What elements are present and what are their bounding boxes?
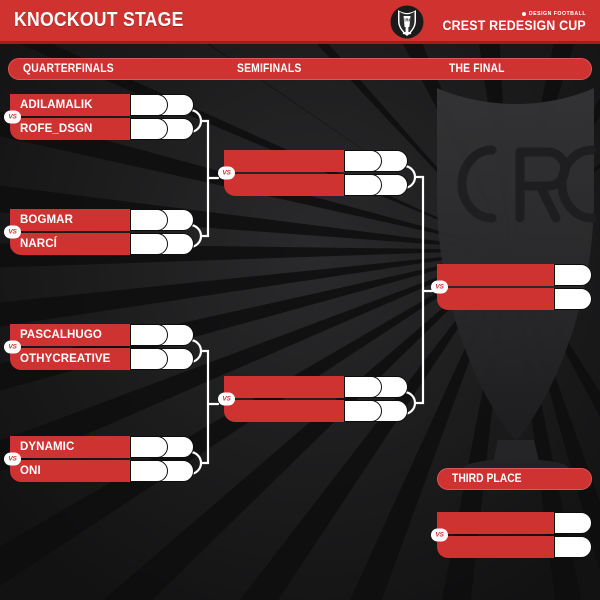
match-row-bottom: NARCÍ [10, 233, 205, 255]
vs-badge: VS [4, 110, 21, 124]
logo-title: CREST REDESIGN CUP [442, 18, 586, 33]
vs-badge: VS [4, 340, 21, 354]
match-row-bottom: ROFE_DSGN [10, 118, 205, 140]
logo-subtitle: DESIGN FOOTBALL [521, 11, 586, 17]
score-box-1[interactable] [130, 118, 168, 140]
match-row-bottom [224, 400, 419, 422]
score-box-1[interactable] [344, 376, 382, 398]
tournament-logo: CRC DESIGN FOOTBALL CREST REDESIGN CUP [390, 2, 586, 42]
round-label-final: THE FINAL [449, 63, 505, 75]
team-name: DYNAMIC [10, 436, 130, 458]
team-name [437, 536, 554, 558]
match-quarterfinal-1: VS ADILAMALIK ROFE_DSGN [4, 94, 205, 140]
score-box-1[interactable] [130, 348, 168, 370]
third-place-label-bar: THIRD PLACE [437, 468, 592, 490]
score-box-1[interactable] [130, 460, 168, 482]
score-box-1[interactable] [130, 233, 168, 255]
match-row-bottom [224, 174, 419, 196]
match-row-bottom [437, 288, 592, 310]
vs-badge: VS [431, 528, 448, 542]
team-name [437, 512, 554, 534]
team-name [224, 400, 344, 422]
round-label-bar: QUARTERFINALS SEMIFINALS THE FINAL [8, 58, 592, 80]
score-box-1[interactable] [344, 174, 382, 196]
match-row-top: DYNAMIC [10, 436, 205, 458]
vs-badge: VS [4, 452, 21, 466]
match-row-bottom: ONI [10, 460, 205, 482]
crest-trophy-icon: CRC [390, 5, 424, 39]
match-row-top: ADILAMALIK [10, 94, 205, 116]
round-label-quarterfinals: QUARTERFINALS [23, 63, 114, 75]
team-name: ONI [10, 460, 130, 482]
page-title: KNOCKOUT STAGE [14, 9, 184, 31]
match-row-top [437, 512, 592, 534]
team-name: PASCALHUGO [10, 324, 130, 346]
match-row-top [224, 150, 419, 172]
score-box-1[interactable] [344, 150, 382, 172]
match-third-place: VS [431, 512, 592, 558]
vs-badge: VS [218, 392, 235, 406]
vs-badge: VS [218, 166, 235, 180]
match-row-top [437, 264, 592, 286]
team-name [437, 288, 554, 310]
match-row-top: PASCALHUGO [10, 324, 205, 346]
score-box-1[interactable] [554, 288, 592, 310]
match-final: VS [431, 264, 592, 310]
vs-badge: VS [4, 225, 21, 239]
team-name: OTHYCREATIVE [10, 348, 130, 370]
score-box-1[interactable] [344, 400, 382, 422]
match-semifinal-2: VS [218, 376, 419, 422]
score-box-1[interactable] [130, 94, 168, 116]
team-name: ROFE_DSGN [10, 118, 130, 140]
score-box-1[interactable] [554, 264, 592, 286]
vs-badge: VS [431, 280, 448, 294]
score-box-1[interactable] [130, 209, 168, 231]
round-label-semifinals: SEMIFINALS [237, 63, 302, 75]
logo-subtitle-text: DESIGN FOOTBALL [528, 11, 586, 17]
score-box-1[interactable] [554, 536, 592, 558]
match-row-bottom: OTHYCREATIVE [10, 348, 205, 370]
score-box-1[interactable] [130, 324, 168, 346]
team-name: ADILAMALIK [10, 94, 130, 116]
score-box-1[interactable] [554, 512, 592, 534]
team-name: BOGMAR [10, 209, 130, 231]
team-name: NARCÍ [10, 233, 130, 255]
team-name [437, 264, 554, 286]
svg-text:CRC: CRC [402, 17, 413, 22]
match-row-top [224, 376, 419, 398]
team-name [224, 150, 344, 172]
logo-bullet-icon [521, 12, 526, 16]
match-row-bottom [437, 536, 592, 558]
match-quarterfinal-3: VS PASCALHUGO OTHYCREATIVE [4, 324, 205, 370]
match-quarterfinal-4: VS DYNAMIC ONI [4, 436, 205, 482]
team-name [224, 174, 344, 196]
team-name [224, 376, 344, 398]
app-header: KNOCKOUT STAGE CRC DESIGN FOOTBALL CREST… [0, 0, 600, 44]
score-box-1[interactable] [130, 436, 168, 458]
match-row-top: BOGMAR [10, 209, 205, 231]
match-quarterfinal-2: VS BOGMAR NARCÍ [4, 209, 205, 255]
match-semifinal-1: VS [218, 150, 419, 196]
round-label-third-place: THIRD PLACE [452, 473, 522, 485]
